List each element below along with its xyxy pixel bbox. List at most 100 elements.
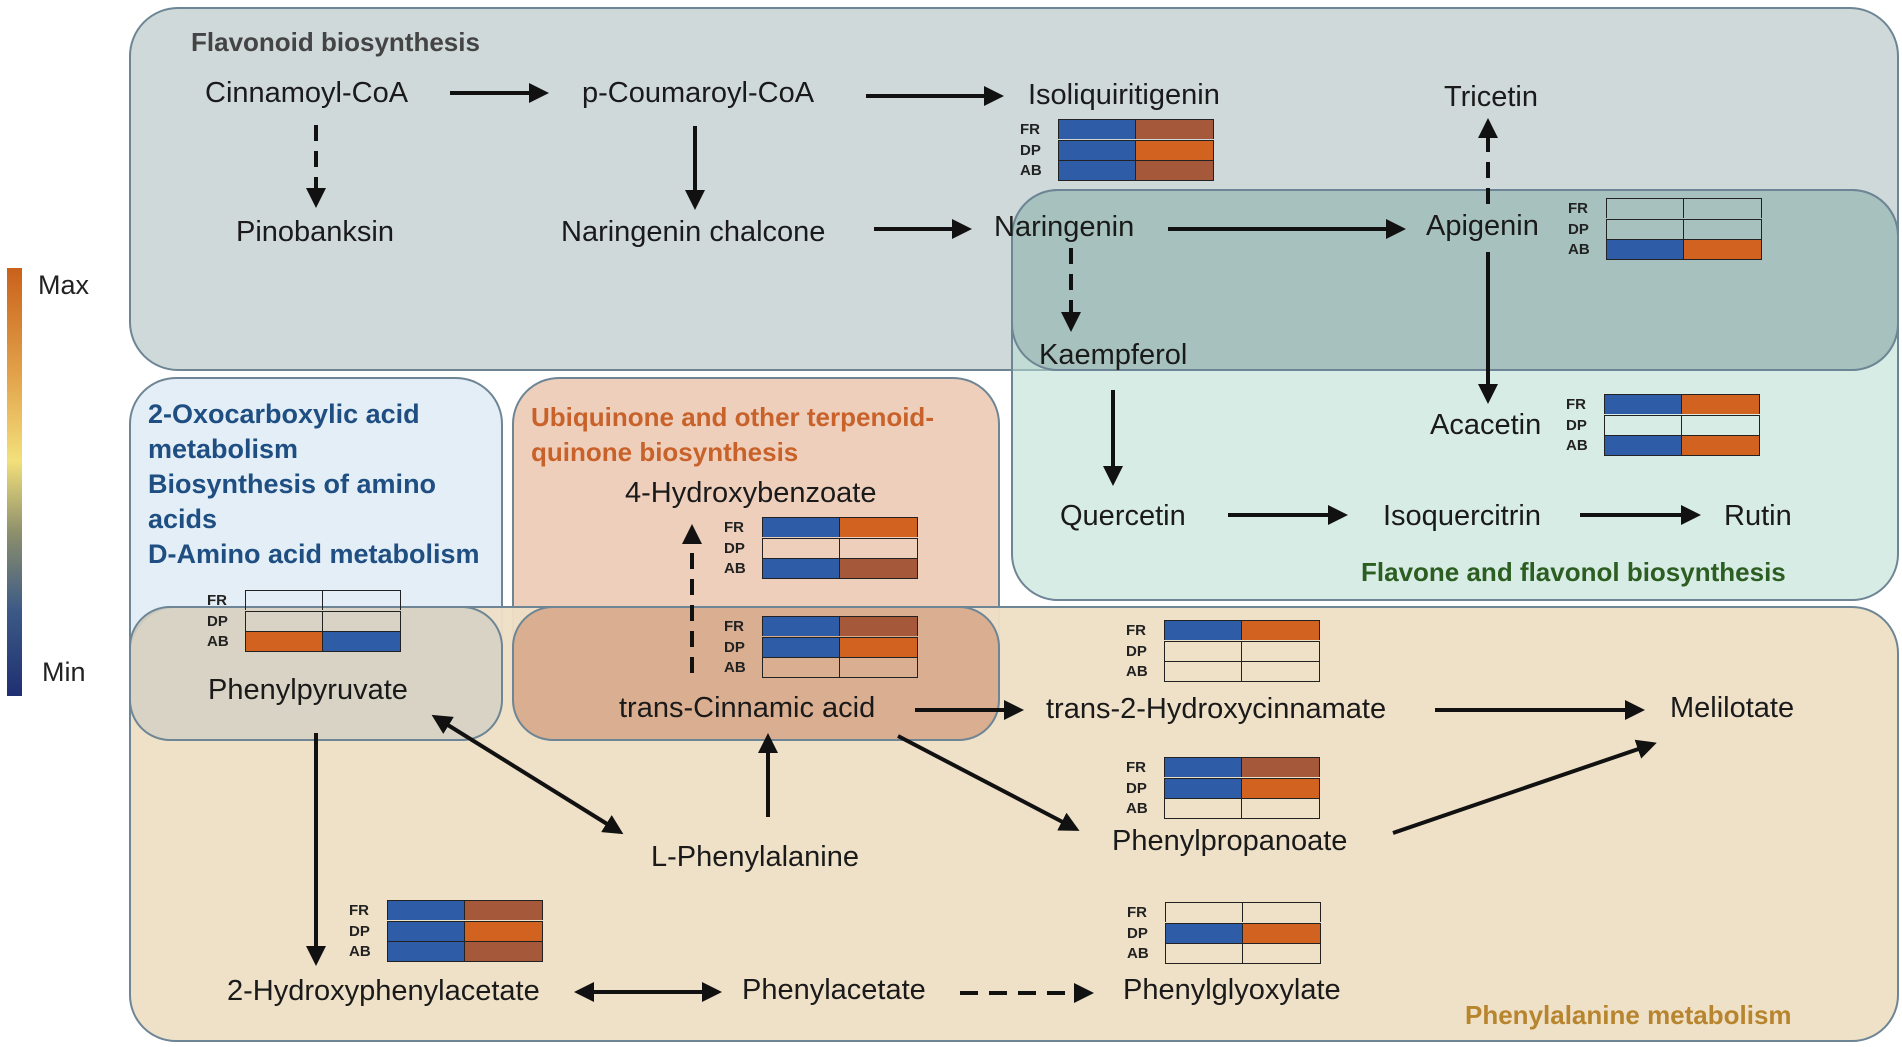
heatmap-cells — [762, 538, 918, 559]
heatmap-cell — [1166, 924, 1243, 944]
heatmap-cell — [1605, 436, 1682, 456]
heatmap-row: AB — [724, 558, 918, 580]
heatmap-cell — [323, 591, 400, 610]
metabolite-l-phenylalanine: L-Phenylalanine — [651, 841, 859, 873]
metabolite-p-coumaroyl-coa: p-Coumaroyl-CoA — [582, 77, 815, 109]
heatmap-row-label: FR — [724, 518, 744, 536]
heatmap-row: FR — [349, 900, 543, 921]
heatmap-cell — [840, 658, 917, 677]
metabolite-quercetin: Quercetin — [1060, 500, 1186, 532]
heatmap-cell — [1684, 199, 1761, 218]
heatmap-row-label: FR — [1568, 199, 1588, 217]
heatmap-row: AB — [1127, 943, 1321, 965]
heatmap-row: FR — [207, 590, 401, 611]
heatmap-cells — [387, 921, 543, 942]
heatmap-cell — [388, 922, 465, 942]
heatmap-cells — [1058, 160, 1214, 182]
region-label-oxo: 2-Oxocarboxylic acid metabolism Biosynth… — [148, 397, 480, 572]
heatmap-cell — [1684, 220, 1761, 239]
heatmap-row-label: FR — [1127, 903, 1147, 921]
colorbar-min-label: Min — [42, 657, 86, 687]
region-label-ubiquinone-line: quinone biosynthesis — [531, 437, 799, 467]
heatmap-row-label: DP — [207, 612, 228, 630]
heatmap-row: AB — [349, 941, 543, 963]
heatmap-cells — [1606, 239, 1762, 261]
heatmap-cell — [1136, 120, 1213, 140]
heatmap-row: FR — [1020, 119, 1214, 140]
heatmap-cell — [1165, 621, 1242, 641]
metabolite-cinnamoyl-coa: Cinnamoyl-CoA — [205, 77, 409, 109]
region-overlap-flav — [1011, 189, 1899, 371]
heatmap-cell — [1605, 416, 1682, 436]
heatmap-cell — [465, 942, 542, 962]
metabolite-phenylpyruvate: Phenylpyruvate — [208, 674, 408, 706]
heatmap-row: FR — [1126, 620, 1320, 641]
heatmap-cells — [1165, 943, 1321, 965]
heatmap-row: DP — [349, 921, 543, 942]
heatmap-cell — [763, 539, 840, 559]
heatmap-cells — [1165, 923, 1321, 944]
metabolite-naringenin: Naringenin — [994, 211, 1135, 243]
heatmap-cell — [1682, 436, 1759, 456]
heatmap-row-label: FR — [724, 617, 744, 635]
heatmap-cell — [1243, 924, 1320, 944]
heatmap-cells — [245, 631, 401, 653]
heatmap-row: FR — [724, 517, 918, 538]
heatmap-cell — [1242, 621, 1319, 641]
metabolite-rutin: Rutin — [1724, 500, 1792, 532]
heatmap-cell — [246, 591, 323, 611]
heatmap-row-label: DP — [724, 539, 745, 557]
colorbar-max-label: Max — [38, 270, 90, 300]
metabolite-kaempferol: Kaempferol — [1039, 339, 1188, 371]
heatmap-row-label: DP — [349, 922, 370, 940]
heatmap-row-label: DP — [1126, 779, 1147, 797]
heatmap-row: FR — [1127, 902, 1321, 923]
arrow-phenylpyruvate-phenylalanine — [431, 714, 624, 835]
heatmap-cell — [840, 617, 917, 637]
metabolite-phenylpropanoate: Phenylpropanoate — [1112, 825, 1348, 857]
heatmap-cell — [840, 638, 917, 658]
heatmap-cell — [1242, 779, 1319, 799]
heatmap-cells — [1164, 620, 1320, 641]
heatmap-row: DP — [724, 637, 918, 658]
region-label-flavonoid: Flavonoid biosynthesis — [191, 27, 480, 57]
heatmap-cell — [1607, 220, 1684, 240]
heatmap-row-label: AB — [207, 633, 229, 651]
heatmap-row: AB — [1568, 239, 1762, 261]
heatmap-cells — [1165, 902, 1321, 923]
heatmap-row-label: DP — [1566, 416, 1587, 434]
metabolite-pinobanksin: Pinobanksin — [236, 216, 394, 248]
heatmap-row-label: FR — [1126, 621, 1146, 639]
region-label-oxo-line: D-Amino acid metabolism — [148, 539, 480, 569]
metabolite-phenylglyoxylate: Phenylglyoxylate — [1123, 974, 1341, 1006]
region-label-phenylalanine: Phenylalanine metabolism — [1465, 1000, 1792, 1030]
arrow-cinnamic-to-phenylpropanoate — [897, 734, 1080, 831]
heatmap-cell — [323, 612, 400, 631]
heatmap-row-label: AB — [1566, 437, 1588, 455]
heatmap-cells — [762, 616, 918, 637]
heatmap-cells — [1606, 198, 1762, 219]
heatmap-cell — [388, 901, 465, 921]
heatmap-row: FR — [1126, 757, 1320, 778]
heatmap-row-label: AB — [349, 943, 371, 961]
heatmap-cell — [1059, 141, 1136, 161]
heatmap-row: FR — [724, 616, 918, 637]
heatmap-cell — [465, 922, 542, 942]
heatmap-cell — [1242, 662, 1319, 681]
metabolite-trans-cinnamic-acid: trans-Cinnamic acid — [619, 692, 876, 724]
heatmap-row-label: FR — [207, 591, 227, 609]
heatmap-cell — [840, 539, 917, 558]
metabolite-phenylacetate: Phenylacetate — [742, 974, 926, 1006]
heatmap-row: DP — [1568, 219, 1762, 240]
heatmap-cells — [1164, 778, 1320, 799]
heatmap-cells — [1604, 415, 1760, 436]
heatmap-cell — [1607, 240, 1684, 260]
heatmap-row-label: DP — [724, 638, 745, 656]
heatmap-cell — [1682, 395, 1759, 415]
metabolite-isoquercitrin: Isoquercitrin — [1383, 500, 1541, 532]
heatmap-row-label: DP — [1126, 642, 1147, 660]
region-label-flavone: Flavone and flavonol biosynthesis — [1361, 557, 1786, 587]
